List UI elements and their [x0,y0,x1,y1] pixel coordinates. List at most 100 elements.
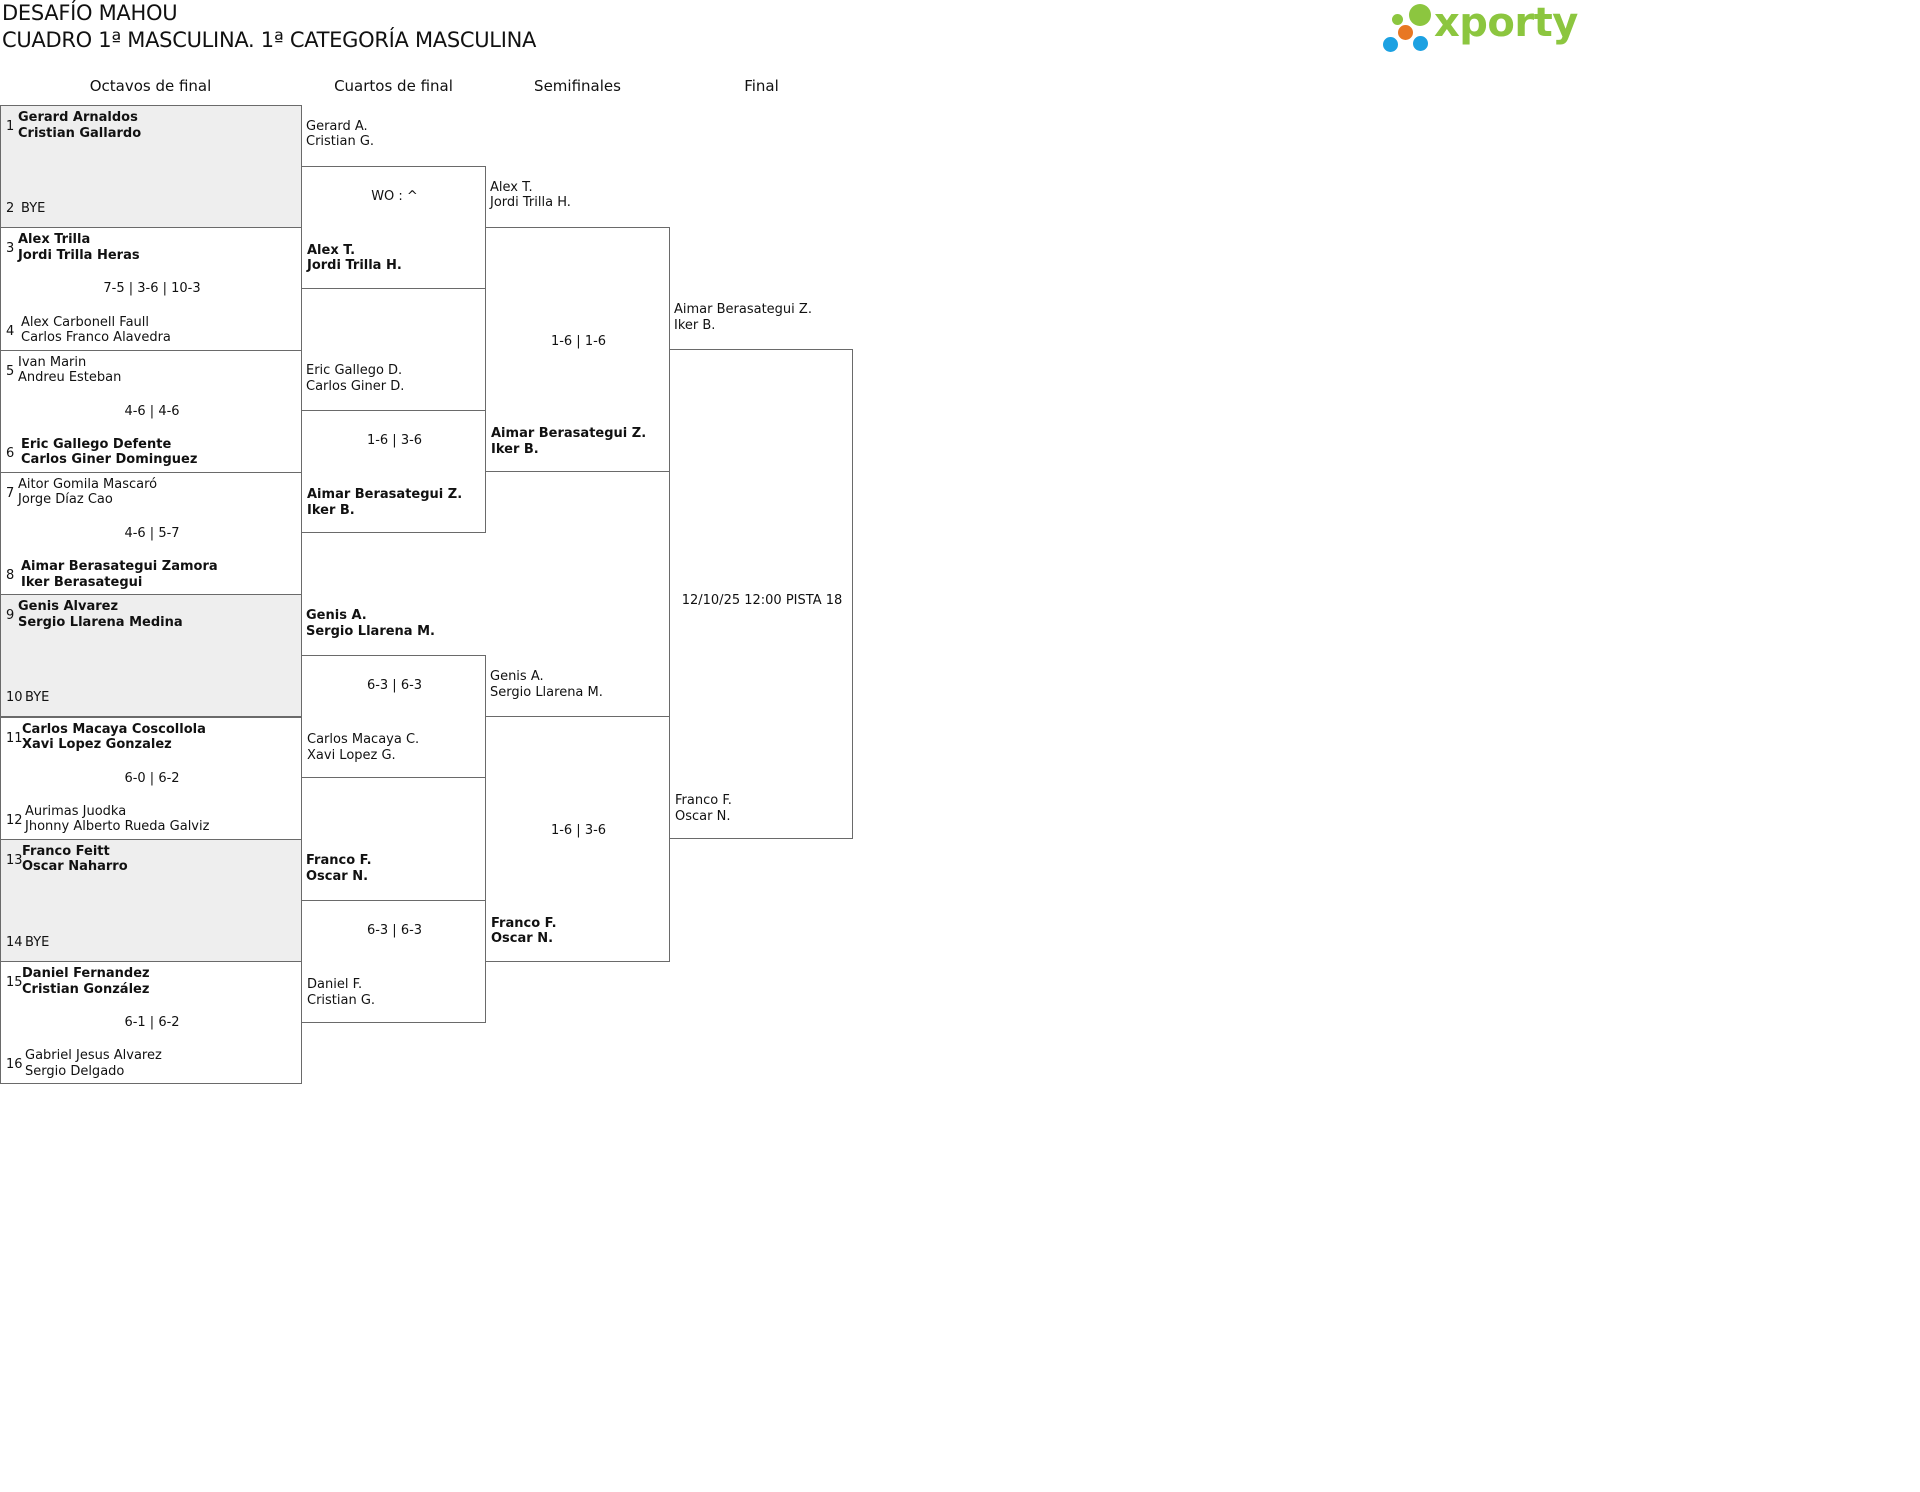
seed-number: 14 [6,935,23,951]
sf-team-bottom[interactable]: Aimar Berasategui Z.Iker B. [491,426,646,457]
qf-team-bottom[interactable]: Carlos Macaya C.Xavi Lopez G. [307,732,419,763]
seed-number: 16 [6,1057,23,1073]
player-name: Jhonny Alberto Rueda Galviz [25,819,210,835]
player-name: Aimar Berasategui Zamora [21,559,218,575]
player-name: Franco F. [306,853,372,868]
player-name: Carlos Giner D. [306,378,405,394]
bye-label: BYE [21,201,46,217]
player-name: Aurimas Juodka [25,803,127,819]
seed-number: 7 [6,485,15,501]
sf-team-bottom[interactable]: Franco F.Oscar N. [491,916,557,947]
player-name: Oscar N. [306,868,369,884]
player-name: Oscar N. [675,808,731,824]
player-name: Carlos Macaya Coscollola [22,721,206,737]
logo-wordmark: xporty [1434,0,1578,46]
logo-dot-blue-2 [1413,36,1428,51]
player-name: Iker B. [674,317,716,333]
final-team-top[interactable]: Aimar Berasategui Z.Iker B. [674,302,812,333]
player-name: Franco Feitt [22,843,110,859]
qf-match: WO : ^ Alex T.Jordi Trilla H. [301,165,486,289]
match-score: WO : ^ [371,188,418,204]
seed-number: 6 [6,445,15,461]
round-header-semifinales: Semifinales [534,77,621,95]
player-name: Gabriel Jesus Alvarez [25,1048,162,1064]
sf-team-top[interactable]: Genis A.Sergio Llarena M. [490,669,603,700]
player-name: Daniel Fernandez [22,966,150,982]
round-header-cuartos: Cuartos de final [334,77,453,95]
seed-number: 13 [6,852,23,868]
qf-team-top[interactable]: Genis A.Sergio Llarena M. [306,608,435,639]
seed-number: 5 [6,363,15,379]
player-name: Genis Alvarez [18,599,119,615]
player-name: Carlos Macaya C. [307,732,420,748]
seed-number: 10 [6,690,23,706]
logo-dot-green-small [1392,14,1403,25]
player-name: Alex T. [490,179,533,195]
qf-team-top[interactable]: Franco F.Oscar N. [306,853,372,884]
player-name: Cristian González [22,981,150,997]
player-name: Alex T. [307,242,356,258]
match-score: 4-6 | 5-7 [124,525,180,541]
player-name: Xavi Lopez G. [307,747,396,763]
player-name: Alex Trilla [18,232,91,248]
qf-team-top[interactable]: Gerard A.Cristian G. [306,119,374,150]
player-name: Jorge Díaz Cao [18,492,113,508]
player-name: Alex Carbonell Faull [21,314,150,330]
player-name: Andreu Esteban [18,370,122,386]
player-name: Gerard Arnaldos [18,110,138,125]
logo-dot-blue [1383,37,1398,52]
player-name: Sergio Llarena M. [490,684,603,700]
match-score: 7-5 | 3-6 | 10-3 [103,281,201,297]
match-score: 1-6 | 3-6 [366,433,423,448]
player-name: Gerard A. [306,118,368,134]
player-name: Franco F. [491,915,557,931]
qf-team-bottom[interactable]: Daniel F.Cristian G. [307,977,375,1008]
sf-team-top[interactable]: Alex T.Jordi Trilla H. [490,180,571,211]
player-name: Cristian G. [307,992,376,1008]
final-team-bottom[interactable]: Franco F.Oscar N. [675,793,732,824]
match-score: 1-6 | 3-6 [550,823,607,838]
player-name: Iker B. [491,441,539,457]
player-name: Oscar N. [491,931,554,947]
player-name: Eric Gallego Defente [21,436,172,452]
player-name: Aimar Berasategui Z. [674,302,812,317]
seed-number: 8 [6,568,15,584]
player-name: Carlos Giner Dominguez [21,452,198,468]
page-subtitle: CUADRO 1ª MASCULINA. 1ª CATEGORÍA MASCUL… [2,28,537,52]
player-name: Cristian G. [306,134,375,149]
qf-team-top[interactable]: Eric Gallego D.Carlos Giner D. [306,363,404,394]
match-score: 6-0 | 6-2 [124,770,180,786]
player-name: Sergio Delgado [25,1063,125,1079]
qf-team-bottom[interactable]: Aimar Berasategui Z.Iker B. [307,487,462,518]
match-score: 1-6 | 1-6 [550,333,607,349]
player-name: Genis A. [306,608,367,623]
seed-number: 2 [6,201,15,217]
player-name: Jordi Trilla H. [490,195,571,210]
match-score: 4-6 | 4-6 [124,403,180,419]
player-name: Sergio Llarena Medina [18,614,183,630]
seed-number: 1 [6,119,15,134]
qf-team-bottom[interactable]: Alex T.Jordi Trilla H. [307,243,402,274]
seed-number: 12 [6,812,23,828]
